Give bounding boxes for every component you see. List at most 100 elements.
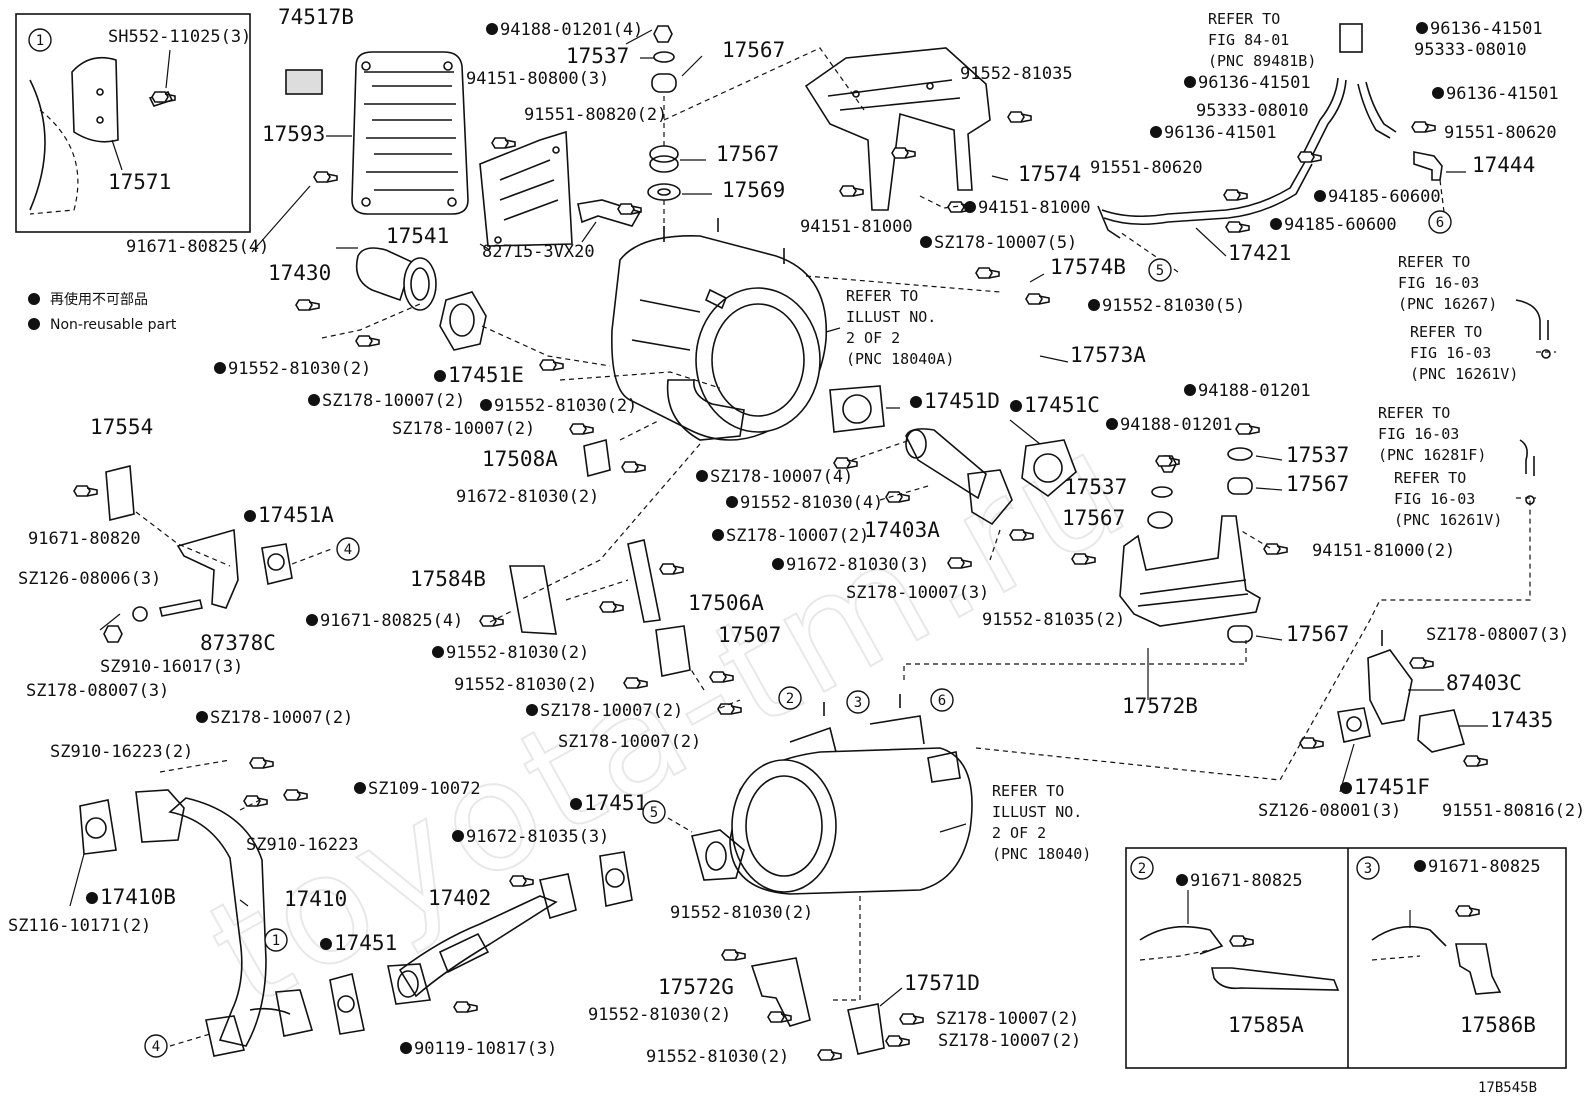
part-number: SZ910-16223(2) xyxy=(50,742,193,762)
part-number: 17571 xyxy=(108,170,171,194)
part-label: 17585A xyxy=(1228,1013,1304,1037)
part-17584B-17506A-17507 xyxy=(509,438,691,677)
callout-circle xyxy=(144,1034,168,1058)
part-number: 17451A xyxy=(258,503,334,527)
part-number: 17567 xyxy=(1062,506,1125,530)
part-label: 91552-81030(2) xyxy=(432,643,589,663)
non-reusable-dot xyxy=(570,798,582,810)
refer-note-line: REFER TO xyxy=(992,782,1064,800)
part-label: 17451A xyxy=(244,503,334,527)
non-reusable-dot xyxy=(434,370,446,382)
part-label: 91671-80825(4) xyxy=(126,237,269,257)
part-label: 82715-3VX20 xyxy=(482,242,595,262)
part-label: 17574 xyxy=(1018,162,1081,186)
callout-circle xyxy=(1356,856,1380,880)
callout-circle xyxy=(846,690,870,714)
part-label: 91672-81030(2) xyxy=(456,487,599,507)
callout-circle xyxy=(778,686,802,710)
gaskets xyxy=(79,291,1371,1035)
part-number: 91671-80825(4) xyxy=(126,237,269,257)
part-label: SZ910-16223 xyxy=(246,835,359,855)
bolt xyxy=(839,185,864,197)
part-label: SZ178-10007(2) xyxy=(196,708,353,728)
bolt xyxy=(599,601,624,613)
non-reusable-dot xyxy=(214,362,226,374)
part-label: 94151-80800(3) xyxy=(466,69,609,89)
part-number: SZ126-08001(3) xyxy=(1258,801,1401,821)
refer-note-line: REFER TO xyxy=(846,287,918,305)
fasteners xyxy=(73,91,1488,1061)
part-82715-clamp xyxy=(577,199,642,227)
part-17444-fitting xyxy=(1413,151,1443,181)
bolt xyxy=(767,1011,792,1023)
callout-number: 1 xyxy=(272,933,280,949)
callout: 3 xyxy=(846,690,870,714)
callout-circle xyxy=(264,928,288,952)
bolt xyxy=(621,461,646,473)
part-label: 94188-01201(4) xyxy=(486,20,643,40)
part-number: 17506A xyxy=(688,591,764,615)
non-reusable-dot xyxy=(306,614,318,626)
part-number: SZ178-10007(3) xyxy=(846,583,989,603)
part-label: 17451C xyxy=(1010,393,1100,417)
part-label: 17567 xyxy=(722,38,785,62)
refer-note-line: (PNC 18040A) xyxy=(846,350,954,368)
part-17430-pipe xyxy=(355,247,437,311)
part-number: 17586B xyxy=(1460,1013,1536,1037)
part-labels: SH552-11025(3)1757174517B1759391671-8082… xyxy=(8,5,1585,1067)
part-label: 94185-60600 xyxy=(1270,215,1397,235)
refer-note-line: REFER TO xyxy=(1394,469,1466,487)
part-label: 91552-81030(2) xyxy=(480,396,637,416)
non-reusable-dot xyxy=(1010,400,1022,412)
non-reusable-dot xyxy=(1432,87,1444,99)
part-label: 17554 xyxy=(90,415,153,439)
part-number: 91552-81030(2) xyxy=(454,675,597,695)
dashed-assembly-lines xyxy=(135,47,1556,1047)
part-number: SZ109-10072 xyxy=(368,779,481,799)
part-label: 95333-08010 xyxy=(1414,40,1527,60)
bolt xyxy=(569,423,594,435)
refer-note-line: ILLUST NO. xyxy=(992,803,1082,821)
part-number: 17572G xyxy=(658,975,734,999)
part-label: 91671-80825 xyxy=(1176,871,1303,891)
bolt xyxy=(617,203,642,215)
part-label: 17451 xyxy=(320,931,397,955)
non-reusable-dot xyxy=(1176,874,1188,886)
bolt xyxy=(623,677,648,689)
part-number: 17451C xyxy=(1024,393,1100,417)
part-number: 91672-81030(3) xyxy=(786,555,929,575)
non-reusable-dot xyxy=(772,558,784,570)
part-number: 17554 xyxy=(90,415,153,439)
refer-note-line: (PNC 16261V) xyxy=(1394,511,1502,529)
part-label: 96136-41501 xyxy=(1150,123,1277,143)
part-number: 94188-01201(4) xyxy=(500,20,643,40)
part-label: 17444 xyxy=(1472,153,1535,177)
part-number: 91672-81035(3) xyxy=(466,827,609,847)
part-number: 17410 xyxy=(284,887,347,911)
part-label: 91551-80816(2) xyxy=(1442,801,1585,821)
callout: 2 xyxy=(1130,856,1154,880)
bolt xyxy=(1223,189,1248,201)
part-number: 17402 xyxy=(428,886,491,910)
refer-note-line: (PNC 18040) xyxy=(992,845,1091,863)
refer-note-line: FIG 16-03 xyxy=(1394,490,1475,508)
part-label: 17537 xyxy=(1064,475,1127,499)
part-17402-pipe xyxy=(387,873,577,1005)
callout-circle xyxy=(28,28,52,52)
part-label: 17593 xyxy=(262,122,325,146)
non-reusable-dot xyxy=(1314,190,1326,202)
refer-note-line: 2 OF 2 xyxy=(846,329,900,347)
part-label: SZ910-16017(3) xyxy=(100,657,243,677)
part-label: 90119-10817(3) xyxy=(400,1039,557,1059)
part-17403A-pipe xyxy=(905,428,1013,526)
legend: 再使用不可部品 Non-reusable part xyxy=(28,291,177,333)
non-reusable-dot xyxy=(452,830,464,842)
callout-circle xyxy=(642,800,666,824)
non-reusable-dot xyxy=(696,470,708,482)
part-number: 96136-41501 xyxy=(1446,84,1559,104)
part-label: 94185-60600 xyxy=(1314,187,1441,207)
bolt xyxy=(243,795,268,807)
part-label: SZ178-10007(5) xyxy=(920,233,1077,253)
